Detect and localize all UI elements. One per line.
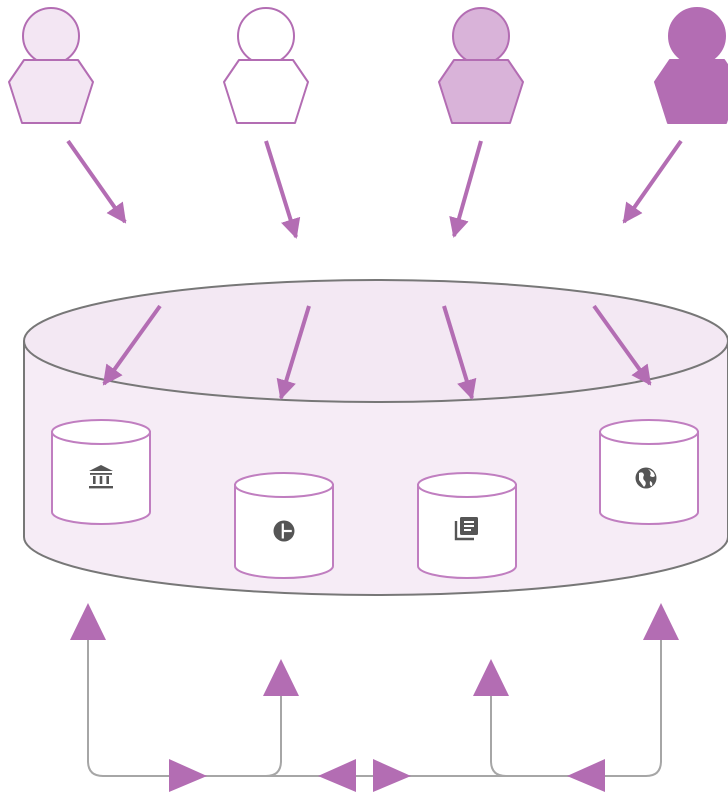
- arrowhead-up-3: [473, 659, 509, 696]
- user-1-body: [8, 59, 94, 124]
- arrowhead-up-1: [70, 603, 106, 640]
- user-arrow-4: [622, 139, 683, 224]
- library-books-icon: [454, 517, 478, 541]
- arrowhead-up-4: [643, 603, 679, 640]
- connector-left: [87, 640, 282, 777]
- user-arrows: [66, 139, 683, 239]
- arrowhead-right-2: [373, 759, 411, 792]
- user-4-icon: [654, 7, 728, 124]
- arrowhead-right-1: [169, 759, 207, 792]
- inner-arrows: [102, 304, 652, 400]
- inner-arrow-4: [592, 304, 652, 386]
- user-3-head: [452, 7, 510, 65]
- inner-arrow-1: [102, 304, 162, 386]
- user-3-icon: [438, 7, 524, 124]
- user-3-body: [438, 59, 524, 124]
- user-1-icon: [8, 7, 94, 124]
- connector-arrowheads: [70, 603, 679, 792]
- globe-icon: [635, 467, 657, 489]
- user-4-head: [668, 7, 726, 65]
- user-1-head: [22, 7, 80, 65]
- user-arrow-1: [66, 139, 127, 224]
- data-lake-top: [23, 279, 728, 403]
- user-2-head: [237, 7, 295, 65]
- arrowhead-up-2: [263, 659, 299, 696]
- connector-network: [87, 640, 662, 777]
- arrowhead-left-1: [318, 759, 356, 792]
- connector-right: [490, 640, 662, 777]
- user-arrow-2: [264, 140, 301, 239]
- user-2-body: [223, 59, 309, 124]
- inner-arrow-3: [442, 305, 477, 400]
- user-arrow-3: [449, 140, 483, 238]
- database-1: [51, 419, 151, 525]
- database-4: [599, 419, 699, 525]
- database-2: [234, 472, 334, 579]
- user-4-body: [654, 59, 728, 124]
- bank-icon: [89, 465, 113, 489]
- database-3: [417, 472, 517, 579]
- user-2-icon: [223, 7, 309, 124]
- inner-arrow-2: [276, 305, 311, 400]
- pie-chart-icon: [273, 520, 295, 542]
- arrowhead-left-2: [567, 759, 605, 792]
- data-lake-cylinder: [23, 279, 728, 596]
